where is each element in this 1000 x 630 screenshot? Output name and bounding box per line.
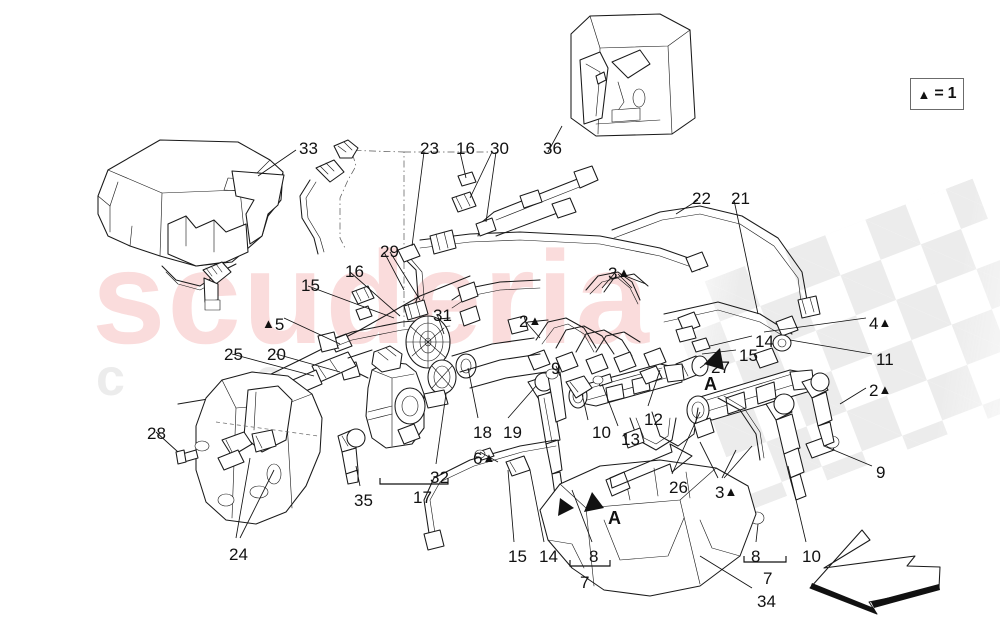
part-injector-pipes [508, 272, 666, 374]
callout-28: 28 [147, 424, 166, 443]
callout-6: 6▲ [473, 449, 496, 468]
legend-equals: = [934, 85, 944, 102]
callout-15: 15 [301, 276, 320, 295]
callout-10: 10 [592, 423, 611, 442]
callout-2: 2▲ [869, 381, 892, 400]
callout-4: 4▲ [869, 314, 892, 333]
section-marker-A: A [704, 374, 717, 394]
callout-16: 16 [456, 139, 475, 158]
callout-14: 14 [755, 332, 774, 351]
part-intake-manifold-34 [540, 444, 756, 596]
callout-34: 34 [757, 592, 776, 611]
callout-13: 13 [621, 430, 640, 449]
callout-24: 24 [229, 545, 248, 564]
part-top-hoses [300, 140, 700, 330]
callout-2: 2▲ [519, 312, 542, 331]
callout-25: 25 [224, 345, 243, 364]
part-rail-feed-pipes [452, 280, 546, 388]
part-injectors [528, 369, 839, 524]
callout-35: 35 [354, 491, 373, 510]
part-long-pipe-6 [424, 440, 556, 550]
callout-7: 7 [763, 569, 773, 588]
callout-5: ▲5 [262, 315, 285, 334]
callout-29: 29 [380, 242, 399, 261]
part-lower-loop-pipes [624, 396, 764, 460]
leader-lines [156, 126, 872, 588]
callout-33: 33 [299, 139, 318, 158]
section-arrows [558, 348, 724, 516]
callout-9: 9 [551, 359, 561, 378]
part-return-lines [612, 206, 820, 380]
callout-15: 15 [508, 547, 527, 566]
callout-12: 12 [644, 410, 663, 429]
callout-19: 19 [503, 423, 522, 442]
callout-32: 32 [430, 468, 449, 487]
part-small-fittings [318, 286, 450, 352]
callout-20: 20 [267, 345, 286, 364]
part-high-pressure-pump-17 [340, 346, 448, 448]
callout-10: 10 [802, 547, 821, 566]
callout-22: 22 [692, 189, 711, 208]
callout-26: 26 [669, 478, 688, 497]
section-marker-A: A [608, 508, 621, 528]
legend-value: 1 [947, 85, 957, 102]
part-cover-24 [176, 372, 365, 524]
callout-7: 7 [580, 573, 590, 592]
legend-box: ▲ = 1 [910, 78, 964, 110]
callout-27: 27 [711, 358, 730, 377]
callout-18: 18 [473, 423, 492, 442]
part-bracket-36 [571, 14, 695, 136]
callout-23: 23 [420, 139, 439, 158]
callout-21: 21 [731, 189, 750, 208]
callout-3: 3▲ [715, 483, 738, 502]
part-engine-cover-33 [98, 140, 470, 404]
triangle-icon: ▲ [917, 86, 931, 102]
callout-9: 9 [876, 463, 886, 482]
callout-16: 16 [345, 262, 364, 281]
callout-36: 36 [543, 139, 562, 158]
callout-14: 14 [539, 547, 558, 566]
callout-11: 11 [876, 350, 894, 369]
callout-15: 15 [739, 346, 758, 365]
callout-8: 8 [751, 547, 761, 566]
direction-arrow [810, 530, 940, 614]
callout-17: 17 [413, 488, 432, 507]
callout-31: 31 [433, 306, 452, 325]
callout-8: 8 [589, 547, 599, 566]
callout-30: 30 [490, 139, 509, 158]
callout-3: 3▲ [608, 264, 631, 283]
